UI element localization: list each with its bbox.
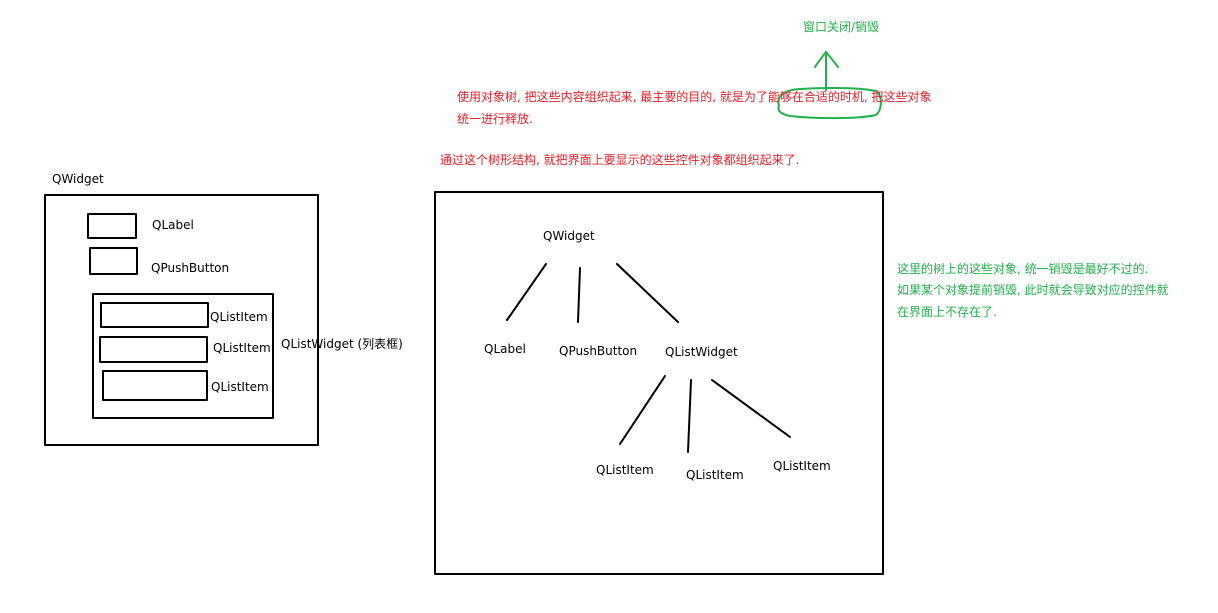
edge-qlistwidget-item-3 — [711, 379, 791, 438]
mockup-qlistitem-label: QListItem — [210, 310, 268, 324]
mockup-qpushbutton-label: QPushButton — [151, 261, 230, 275]
destroy-note-line-3: 在界面上不存在了. — [897, 305, 997, 319]
edge-qwidget-qpushbutton — [577, 267, 581, 323]
tree-frame — [434, 191, 884, 575]
qlistwidget-box — [92, 293, 274, 419]
qlistitem-box — [99, 336, 208, 363]
purpose-note-line-1: 使用对象树, 把这些内容组织起来, 最主要的目的, 就是为了能够在合适的时机, … — [457, 90, 932, 104]
edge-qlistwidget-item-2 — [687, 379, 692, 453]
tree-node-qpushbutton: QPushButton — [559, 344, 638, 358]
qlistitem-box — [100, 302, 209, 328]
timing-highlight-ellipse — [777, 86, 882, 120]
qlabel-box — [87, 213, 137, 239]
mockup-qlistitem-label: QListItem — [213, 341, 271, 355]
top-note: 窗口关闭/销毁 — [803, 20, 880, 34]
mockup-qlabel-label: QLabel — [152, 218, 194, 232]
qpushbutton-box — [89, 247, 138, 275]
destroy-arrow-head — [814, 51, 839, 68]
edge-qlistwidget-item-1 — [619, 375, 666, 445]
destroy-note-line-2: 如果某个对象提前销毁, 此时就会导致对应的控件就 — [897, 283, 1169, 297]
edge-qwidget-qlistwidget — [616, 263, 679, 323]
tree-node-qlistwidget: QListWidget — [665, 345, 738, 359]
destroy-note-line-1: 这里的树上的这些对象, 统一销毁是最好不过的. — [897, 262, 1149, 276]
tree-node-qlistitem: QListItem — [773, 459, 831, 473]
qwidget-box — [44, 194, 319, 446]
mockup-qlistwidget-label: QListWidget (列表框) — [281, 337, 403, 351]
mockup-qlistitem-label: QListItem — [211, 380, 269, 394]
tree-node-root: QWidget — [543, 229, 595, 243]
edge-qwidget-qlabel — [506, 263, 547, 321]
qlistitem-box — [102, 370, 208, 401]
tree-node-qlabel: QLabel — [484, 342, 526, 356]
tree-note: 通过这个树形结构, 就把界面上要显示的这些控件对象都组织起来了. — [440, 153, 800, 167]
tree-node-qlistitem: QListItem — [686, 468, 744, 482]
tree-node-qlistitem: QListItem — [596, 463, 654, 477]
mockup-qwidget-label: QWidget — [52, 172, 104, 186]
purpose-note-line-2: 统一进行释放. — [457, 112, 533, 126]
